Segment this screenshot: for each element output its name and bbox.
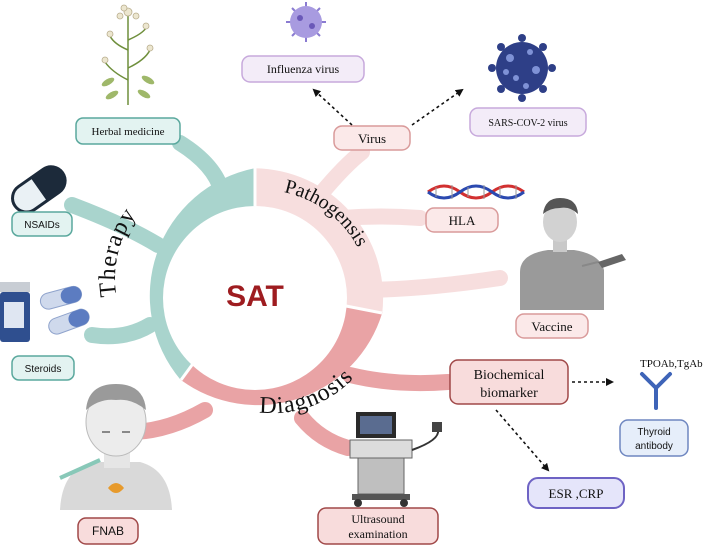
capsule-icon [11, 165, 67, 214]
central-ring [149, 168, 384, 406]
virus-box: Virus [333, 125, 411, 151]
antibody-icon [640, 372, 672, 410]
esr-crp-box: ESR ,CRP [527, 477, 625, 509]
vaccine-box: Vaccine [515, 313, 589, 339]
biomarker-arrows [495, 378, 614, 472]
svg-text:Influenza virus: Influenza virus [267, 62, 340, 76]
herbal-medicine-box: Herbal medicine [75, 117, 181, 145]
pills-icon [39, 285, 90, 335]
pathogenesis-sector [254, 168, 384, 313]
svg-text:Vaccine: Vaccine [531, 319, 572, 334]
svg-text:Ultrasound: Ultrasound [351, 512, 404, 526]
influenza-virus-icon [286, 2, 326, 42]
svg-text:Virus: Virus [358, 131, 386, 146]
svg-text:NSAIDs: NSAIDs [24, 220, 60, 231]
influenza-virus-box: Influenza virus [241, 55, 365, 83]
pill-bottle-icon [0, 282, 30, 342]
svg-text:antibody: antibody [635, 441, 673, 452]
svg-text:Herbal medicine: Herbal medicine [92, 126, 165, 138]
herb-plant-icon [101, 4, 155, 105]
fnab-box: FNAB [77, 517, 139, 545]
svg-text:SARS-COV-2 virus: SARS-COV-2 virus [488, 118, 567, 129]
svg-text:Thyroid: Thyroid [637, 427, 670, 438]
hla-box: HLA [425, 207, 499, 233]
ultrasound-box: Ultrasound examination [317, 507, 439, 545]
center-title: SAT [226, 280, 284, 313]
svg-text:FNAB: FNAB [92, 524, 124, 538]
virus-arrows [312, 88, 464, 126]
dna-helix-icon [427, 184, 525, 200]
ultrasound-machine-icon [349, 412, 442, 507]
sars-cov-2-virus-icon [488, 34, 556, 102]
patient-neck-icon [59, 384, 172, 510]
svg-text:ESR ,CRP: ESR ,CRP [549, 486, 604, 501]
thyroid-antibody-box: Thyroid antibody [619, 419, 689, 457]
svg-text:Biochemical: Biochemical [474, 368, 545, 383]
sars-cov-2-virus-box: SARS-COV-2 virus [469, 107, 587, 137]
svg-text:Steroids: Steroids [25, 364, 62, 375]
nsaids-box: NSAIDs [11, 211, 73, 237]
biomarker-box: Biochemical biomarker [449, 359, 569, 405]
vaccinated-person-icon [520, 198, 626, 310]
tpoab-label: TPOAb,TgAb [640, 358, 703, 370]
svg-text:HLA: HLA [449, 213, 476, 228]
svg-text:biomarker: biomarker [480, 386, 538, 401]
steroids-box: Steroids [11, 355, 75, 381]
svg-text:examination: examination [348, 527, 407, 541]
